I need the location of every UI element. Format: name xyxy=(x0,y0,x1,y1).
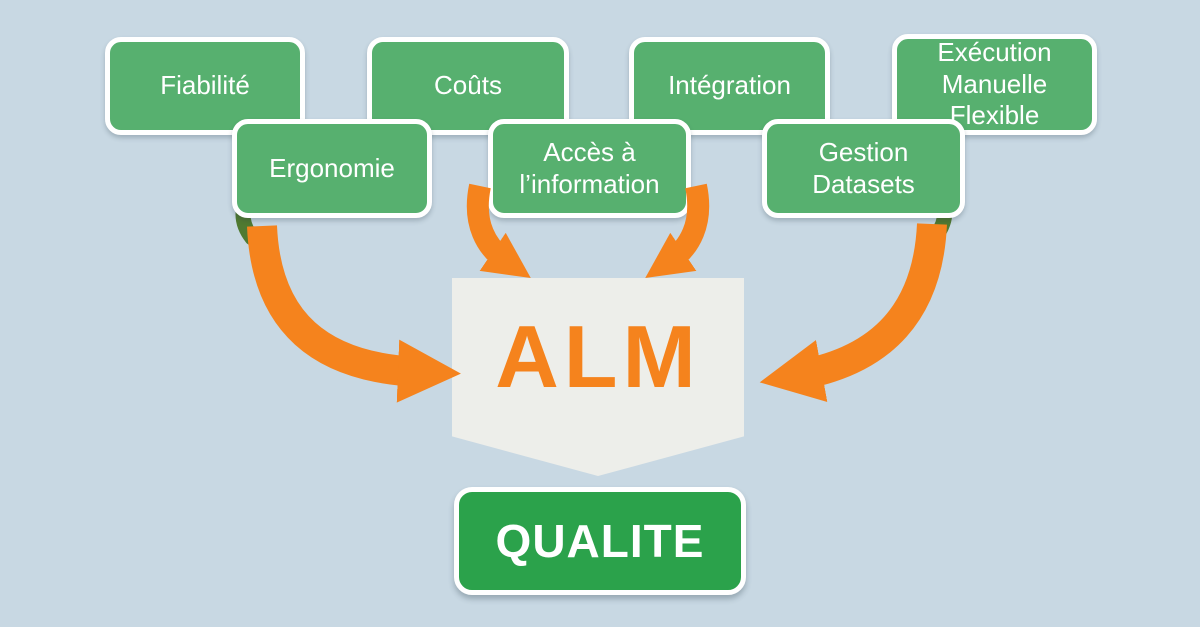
box-acces-information: Accès à l’information xyxy=(488,119,691,218)
box-ergonomie: Ergonomie xyxy=(232,119,432,218)
box-couts: Coûts xyxy=(367,37,569,135)
box-ergonomie-label: Ergonomie xyxy=(269,152,395,183)
box-fiabilite: Fiabilité xyxy=(105,37,305,135)
arrow-gestion-to-alm xyxy=(759,223,947,403)
box-fiabilite-label: Fiabilité xyxy=(160,70,250,101)
box-integration: Intégration xyxy=(629,37,830,135)
arrow-ergonomie-to-alm xyxy=(247,225,461,403)
alm-title: ALM xyxy=(495,307,701,407)
box-couts-label: Coûts xyxy=(434,70,502,101)
box-execution-manuelle-flexible: Exécution Manuelle Flexible xyxy=(892,34,1097,135)
qualite-label: QUALITE xyxy=(495,515,705,567)
box-gestion-datasets-label: Gestion Datasets xyxy=(812,136,915,199)
box-execution-manuelle-flexible-label: Exécution Manuelle Flexible xyxy=(937,36,1052,131)
box-gestion-datasets: Gestion Datasets xyxy=(762,119,965,218)
qualite-badge: QUALITE xyxy=(454,487,746,595)
box-integration-label: Intégration xyxy=(668,70,791,101)
box-acces-information-label: Accès à l’information xyxy=(519,136,660,199)
alm-center-panel: ALM xyxy=(452,278,744,476)
